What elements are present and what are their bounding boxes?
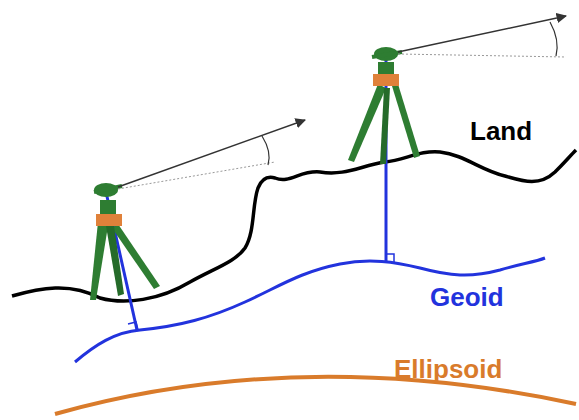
- angle-arc: [550, 22, 557, 56]
- land-curve: [12, 150, 576, 301]
- land-label: Land: [470, 118, 532, 144]
- sight-arrow: [118, 120, 305, 187]
- right-angle-mark: [128, 322, 138, 330]
- reference-line: [398, 54, 566, 57]
- ellipsoid-curve: [55, 377, 576, 414]
- theodolite: [90, 183, 160, 300]
- sight-arrow: [398, 16, 566, 52]
- angle-arc: [262, 136, 269, 165]
- reference-line: [118, 162, 275, 189]
- theodolite: [348, 47, 420, 164]
- geoid-label: Geoid: [430, 284, 504, 310]
- right-angle-mark: [386, 254, 394, 262]
- ellipsoid-label: Ellipsoid: [394, 356, 502, 382]
